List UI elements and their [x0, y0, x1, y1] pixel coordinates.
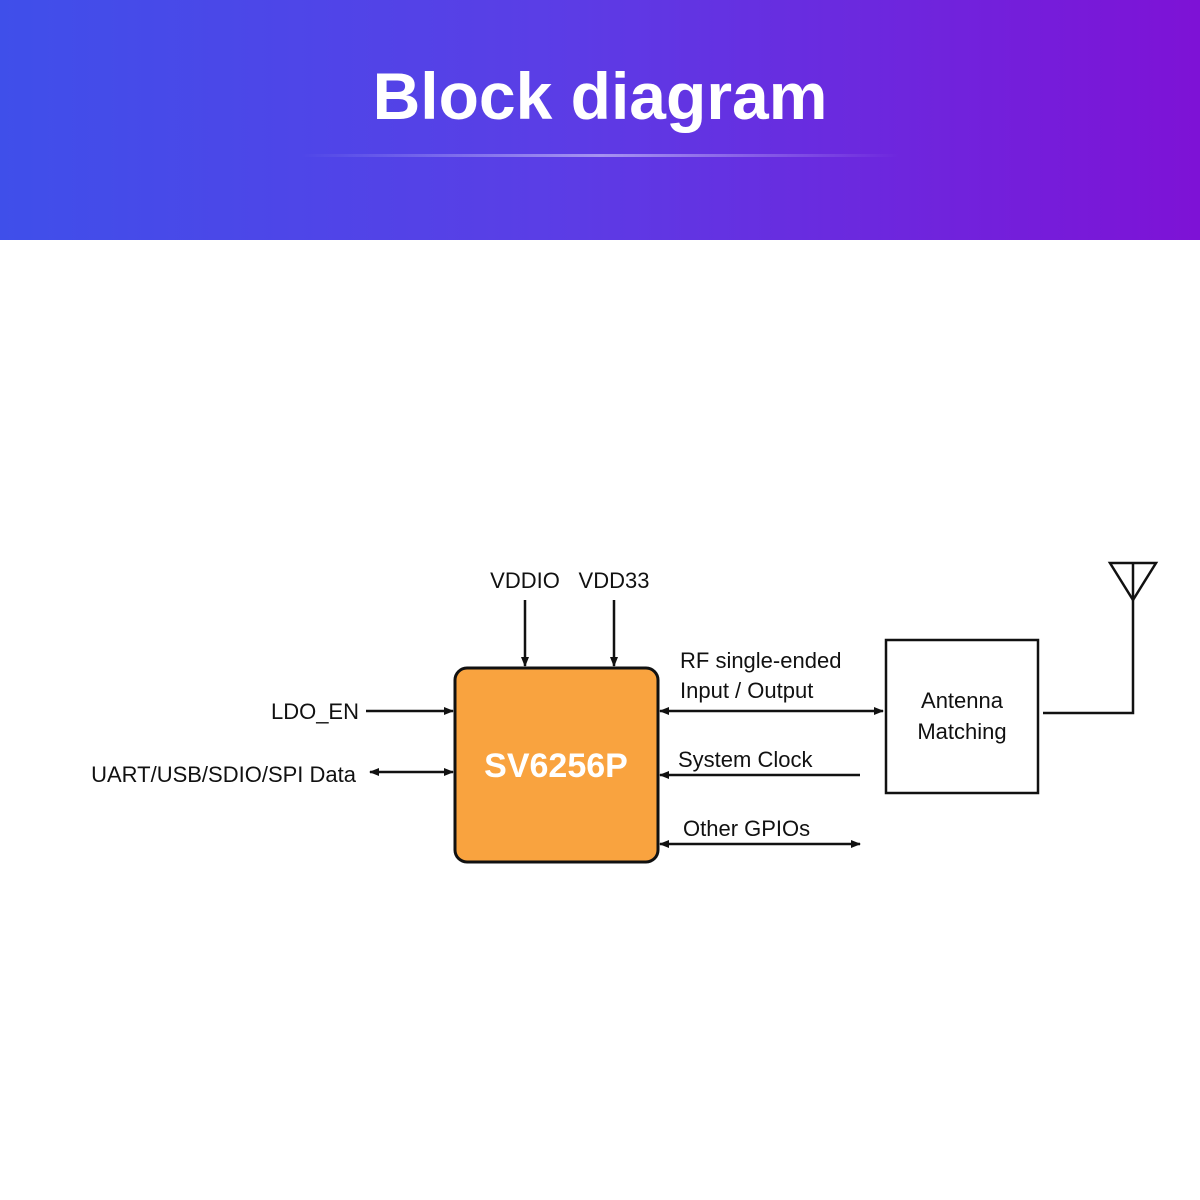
antenna-block-line2: Matching	[917, 719, 1006, 744]
vddio-label: VDDIO	[490, 568, 560, 593]
antenna-matching-block	[884, 638, 1040, 795]
rf-label-line2: Input / Output	[680, 678, 813, 703]
data-bus-label: UART/USB/SDIO/SPI Data	[91, 762, 357, 787]
vdd33-label: VDD33	[579, 568, 650, 593]
antenna-feed-line	[1043, 600, 1135, 715]
rf-label-line1: RF single-ended	[680, 648, 841, 673]
header-divider	[300, 154, 900, 157]
gpios-label: Other GPIOs	[683, 816, 810, 841]
header-banner: Block diagram	[0, 0, 1200, 240]
chip-label: SV6256P	[484, 747, 628, 785]
system-clock-label: System Clock	[678, 747, 813, 772]
antenna-block-line1: Antenna	[921, 688, 1004, 713]
ldo-en-label: LDO_EN	[271, 699, 359, 724]
chip-block	[453, 666, 660, 864]
page-title: Block diagram	[372, 59, 828, 133]
antenna-icon	[1107, 561, 1159, 603]
